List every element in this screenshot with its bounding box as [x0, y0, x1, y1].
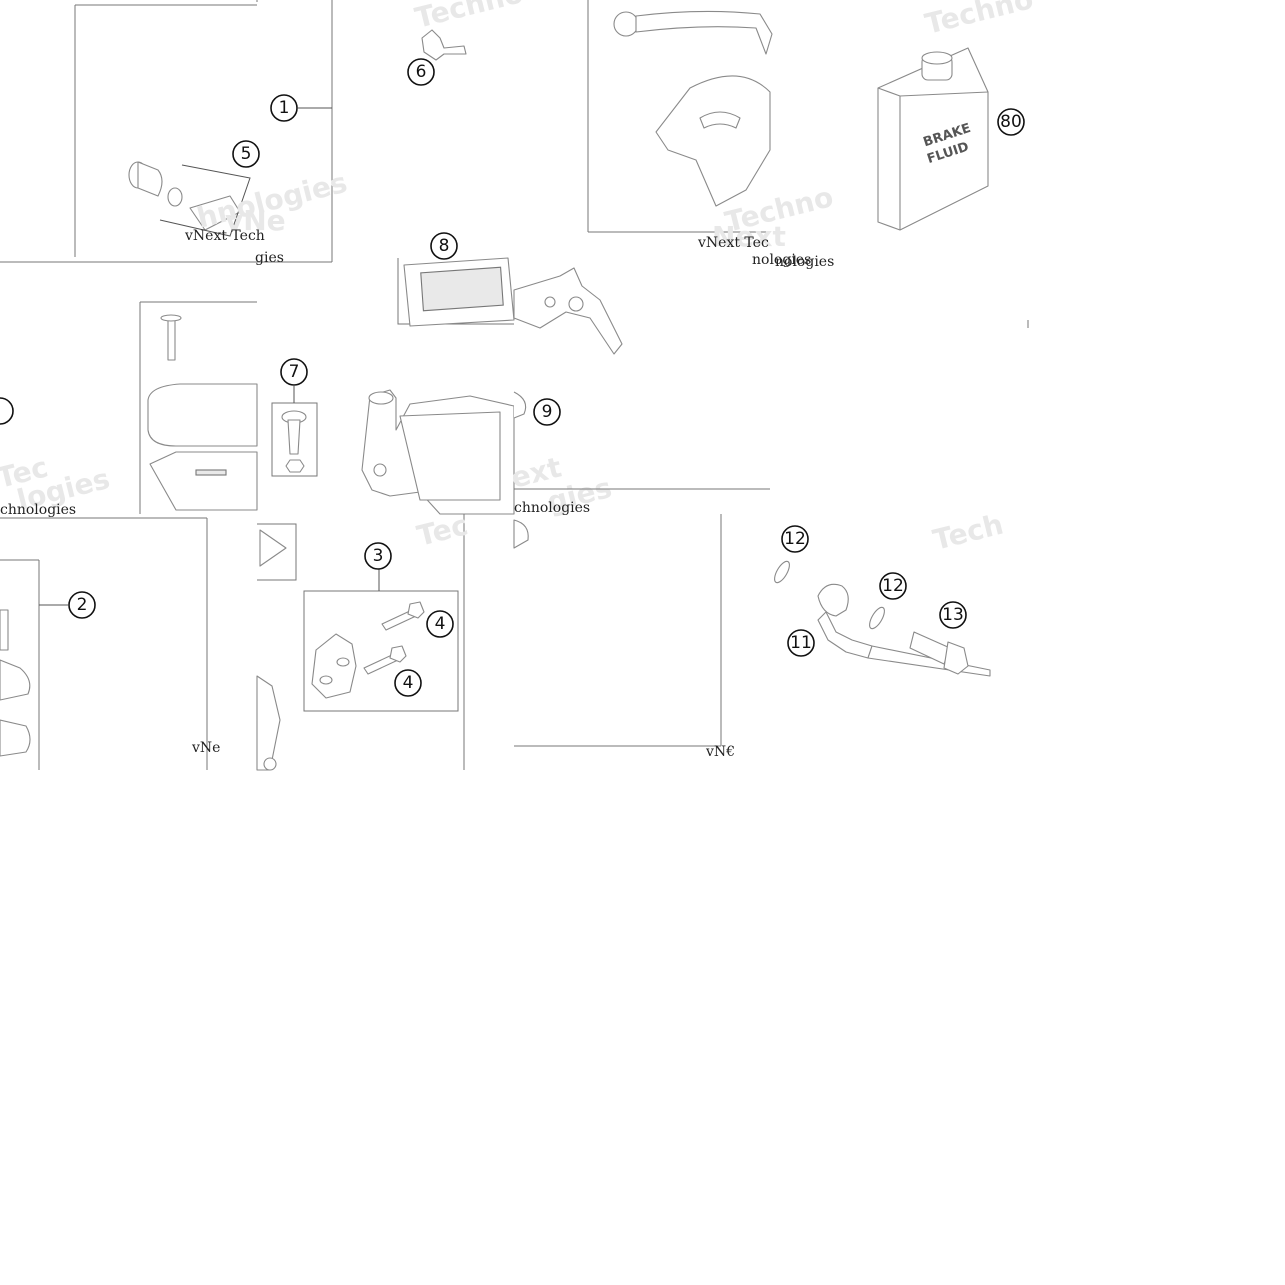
tile-top-left: vNe vNext Tech gies 1 5	[0, 0, 333, 266]
callout-4a: 4	[435, 614, 446, 634]
callout-2: 2	[77, 595, 88, 615]
reservoir-cover-part	[147, 314, 258, 511]
signature-text: chnologies	[514, 500, 590, 516]
brake-fluid-container: BRAKE FLUID	[877, 47, 989, 231]
watermark: Next	[712, 220, 786, 253]
callout-4b: 4	[403, 673, 414, 693]
adjuster-screw-part	[281, 410, 307, 473]
tile-lever: Next vNext Tec nologies	[587, 0, 834, 270]
signature-text: vNext Tech	[184, 228, 265, 244]
master-cylinder-housing-part	[361, 389, 515, 515]
tile-bottom-right-center: vN€	[513, 514, 735, 760]
brake-lever-part	[613, 10, 773, 207]
tile-bottom-left: 2 vNe	[0, 517, 220, 770]
callout-7: 7	[289, 362, 300, 382]
banjo-bolt-part	[909, 631, 969, 675]
callout-12a: 12	[784, 529, 806, 549]
callout-9: 9	[542, 402, 553, 422]
tile-hose-fittings: Tech 12 12 13 11	[774, 508, 1006, 677]
reservoir-gasket-part	[403, 257, 515, 327]
callout-1: 1	[279, 98, 290, 118]
sealing-washer-part	[774, 560, 885, 630]
callout-5: 5	[241, 144, 252, 164]
clamp-bolt-part	[363, 601, 425, 675]
callout-6: 6	[416, 62, 427, 82]
signature-text: vN€	[705, 744, 735, 760]
callout-12b: 12	[882, 576, 904, 596]
signature-text: vNe	[191, 740, 220, 756]
watermark: vNe	[225, 204, 286, 237]
signature-text: chnologies	[0, 502, 76, 518]
signature-text: gies	[255, 250, 284, 266]
callout-3: 3	[373, 546, 384, 566]
tile-middle-center: 7 9 ext gies chnologies	[271, 358, 770, 519]
callout-13: 13	[942, 605, 964, 625]
signature-text: nologies	[752, 252, 811, 268]
callout-11: 11	[790, 633, 812, 653]
signature-text: nologies	[775, 254, 834, 270]
callout-8: 8	[439, 236, 450, 256]
signature-text: vNext Tec	[697, 235, 769, 251]
piston-kit-part	[128, 161, 251, 237]
lever-detail-part	[513, 267, 623, 355]
callout-80: 80	[1000, 112, 1022, 132]
bleeder-valve-part	[421, 29, 467, 61]
handlebar-clamp-part	[311, 633, 357, 699]
reservoir-cap-part	[0, 609, 31, 757]
